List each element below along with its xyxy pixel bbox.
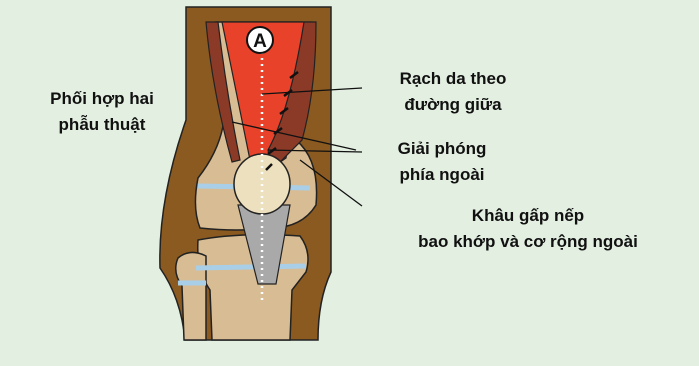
marker-a-text: A [253, 31, 267, 52]
label-combine-line-2: phẫu thuật [22, 112, 182, 138]
label-incision-line-1: Rạch da theo [378, 66, 528, 92]
label-incision-line-2: đường giữa [378, 92, 528, 118]
tibia-cartilage [196, 266, 306, 268]
label-release-line-2: phía ngoài [372, 162, 512, 188]
label-midline-incision: Rạch da theo đường giữa [378, 66, 528, 118]
label-combine-line-1: Phối hợp hai [22, 86, 182, 112]
label-lateral-release: Giải phóng phía ngoài [372, 136, 512, 188]
label-release-line-1: Giải phóng [372, 136, 512, 162]
label-plication-line-2: bao khớp và cơ rộng ngoài [378, 229, 678, 255]
label-combine-procedures: Phối hợp hai phẫu thuật [22, 86, 182, 138]
label-plication-line-1: Khâu gấp nếp [378, 203, 678, 229]
label-capsule-plication: Khâu gấp nếp bao khớp và cơ rộng ngoài [378, 203, 678, 255]
